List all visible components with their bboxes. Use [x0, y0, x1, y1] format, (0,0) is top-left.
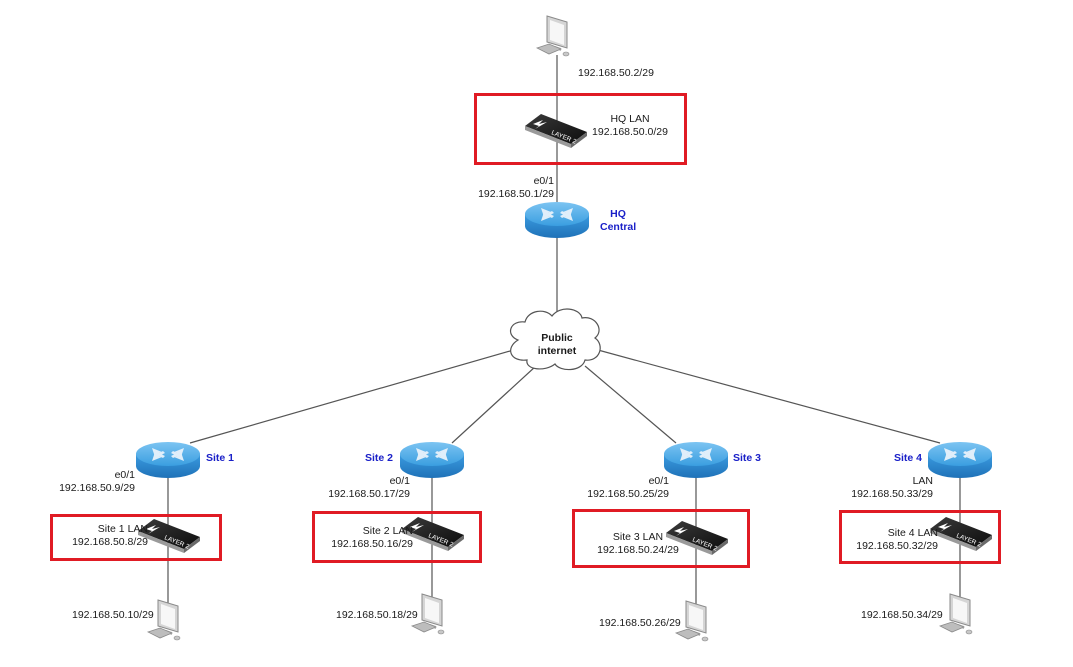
- pc-icon: [536, 15, 570, 57]
- site4-lan-name: Site 4 LAN: [887, 527, 938, 539]
- site3-router-interface: e0/1 192.168.50.25/29: [585, 475, 669, 501]
- site1-router-interface: e0/1 192.168.50.9/29: [40, 469, 135, 495]
- hq-router-interface: e0/1 192.168.50.1/29: [470, 175, 554, 201]
- hq-router-iface: e0/1: [533, 175, 554, 187]
- hq-lan-label: HQ LAN 192.168.50.0/29: [590, 113, 670, 139]
- site3-pc-ip: 192.168.50.26/29: [599, 617, 681, 629]
- site2-iface: e0/1: [389, 475, 410, 487]
- pc-icon: [939, 593, 973, 635]
- cloud-label-line1: Public: [541, 332, 573, 344]
- highlight-box-site3-lan: [572, 509, 750, 568]
- link-cloud-site3: [584, 365, 677, 444]
- site3-router-ip: 192.168.50.25/29: [587, 488, 669, 500]
- site4-lan-subnet: 192.168.50.32/29: [856, 540, 938, 552]
- router-icon: [664, 442, 728, 478]
- site2-router-ip: 192.168.50.17/29: [328, 488, 410, 500]
- site4-router-ip: 192.168.50.33/29: [851, 488, 933, 500]
- site1-pc-ip: 192.168.50.10/29: [72, 609, 154, 621]
- hq-pc-ip: 192.168.50.2/29: [578, 67, 654, 79]
- highlight-box-site4-lan: [839, 510, 1001, 564]
- links: [167, 55, 961, 620]
- link-cloud-site2: [451, 365, 537, 444]
- site2-lan-name: Site 2 LAN: [362, 525, 413, 537]
- site3-lan-name: Site 3 LAN: [612, 531, 664, 543]
- cloud-icon: [509, 308, 601, 371]
- site2-router-name: Site 2: [365, 452, 394, 464]
- router-icon: [136, 442, 200, 478]
- router-icon: [525, 202, 589, 238]
- router-icon: [928, 442, 992, 478]
- hq-router-name: HQ Central: [600, 208, 636, 234]
- site4-pc-ip: 192.168.50.34/29: [861, 609, 943, 621]
- site3-iface: e0/1: [648, 475, 669, 487]
- hq-router-name-line2: Central: [600, 221, 637, 233]
- site3-lan-subnet: 192.168.50.24/29: [597, 544, 679, 556]
- link-cloud-site4: [597, 349, 941, 444]
- site3-lan-label: Site 3 LAN 192.168.50.24/29: [593, 531, 683, 557]
- link-cloud-site1: [189, 348, 518, 444]
- site2-lan-subnet: 192.168.50.16/29: [331, 538, 413, 550]
- site2-lan-label: Site 2 LAN 192.168.50.16/29: [325, 525, 413, 551]
- site1-iface: e0/1: [114, 469, 135, 481]
- site1-lan-label: Site 1 LAN 192.168.50.8/29: [60, 523, 148, 549]
- site1-lan-name: Site 1 LAN: [97, 523, 148, 535]
- site3-router-name: Site 3: [733, 452, 762, 464]
- hq-router-name-line1: HQ: [610, 208, 626, 220]
- site1-lan-subnet: 192.168.50.8/29: [72, 536, 148, 548]
- highlight-box-site1-lan: [50, 514, 222, 561]
- highlight-box-site2-lan: [312, 511, 482, 563]
- hq-lan-name: HQ LAN: [610, 113, 650, 125]
- highlight-box-hq-lan: [474, 93, 687, 165]
- site4-iface: LAN: [912, 475, 933, 487]
- router-icon: [400, 442, 464, 478]
- hq-lan-subnet: 192.168.50.0/29: [592, 126, 668, 138]
- cloud-label-line2: internet: [537, 345, 577, 357]
- site1-router-name: Site 1: [206, 452, 235, 464]
- site4-router-name: Site 4: [894, 452, 923, 464]
- site2-router-interface: e0/1 192.168.50.17/29: [320, 475, 410, 501]
- cloud-label: Public internet: [527, 332, 587, 358]
- site4-lan-label: Site 4 LAN 192.168.50.32/29: [848, 527, 938, 553]
- site1-router-ip: 192.168.50.9/29: [59, 482, 135, 494]
- hq-router-ip: 192.168.50.1/29: [478, 188, 554, 200]
- site2-pc-ip: 192.168.50.18/29: [336, 609, 418, 621]
- site4-router-interface: LAN 192.168.50.33/29: [845, 475, 933, 501]
